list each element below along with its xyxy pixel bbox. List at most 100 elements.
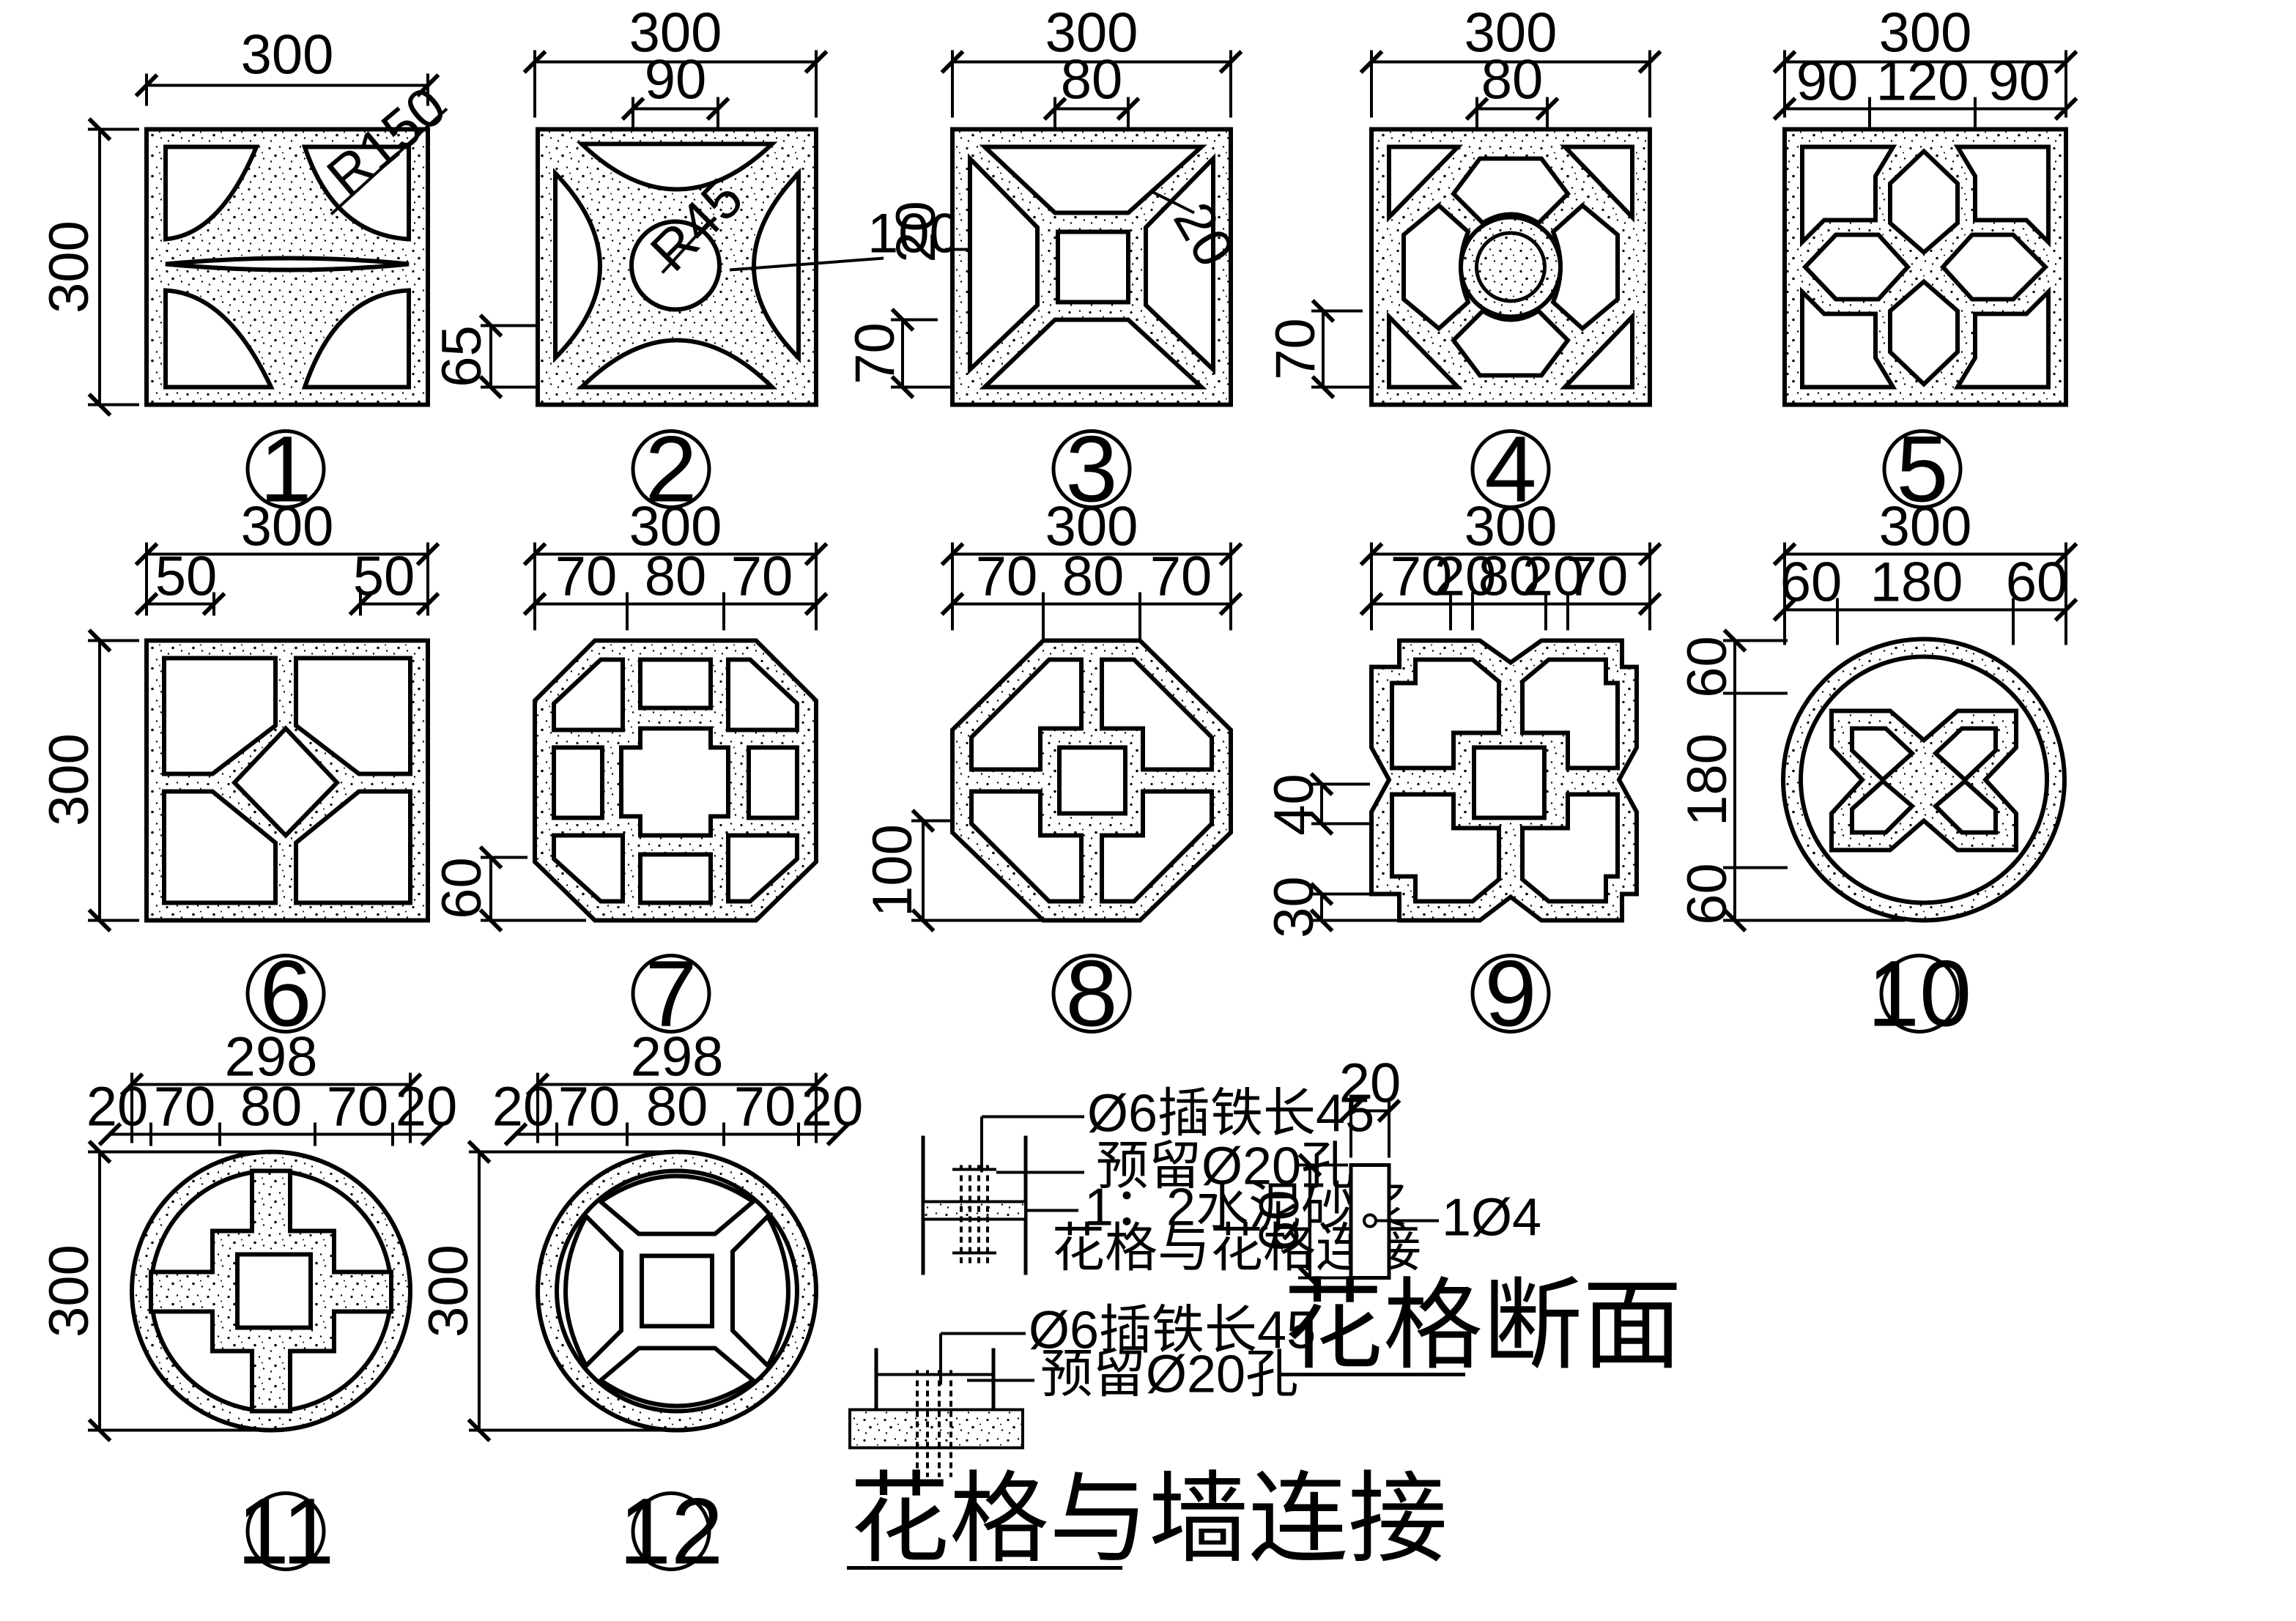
panel-2-height-dimension: 65 — [431, 314, 554, 399]
panel-8-number-circle — [1051, 954, 1132, 1034]
panel-12-inner-label: 20 — [492, 1076, 555, 1138]
panel-3-height-dimension: 70 — [844, 308, 967, 399]
panel-12-void — [597, 1173, 757, 1236]
panel-3-void — [979, 317, 1207, 390]
panel-10-width-dimension: 300 — [1772, 496, 2078, 645]
panel-6-inner-label: 50 — [155, 546, 218, 608]
panel-8-width-dimension: 300 — [940, 496, 1243, 631]
panel-12-void — [597, 1346, 757, 1409]
panel-4-height-label: 70 — [1264, 318, 1327, 380]
section-width-label: 20 — [1339, 1053, 1401, 1115]
section-bar — [1363, 1213, 1377, 1228]
panel-12-inner-label: 20 — [801, 1076, 864, 1138]
panel-10-number: 10 — [1867, 942, 1971, 1047]
panel-10-inner-label: 180 — [1870, 552, 1963, 614]
panel-9-number: 9 — [1484, 942, 1536, 1047]
panel-11-inner-label: 20 — [86, 1076, 149, 1138]
panel-11-inner-label: 80 — [240, 1076, 303, 1138]
wall-base — [848, 1408, 1024, 1450]
panel-7-void — [726, 833, 799, 904]
panel-12-number-circle — [631, 1491, 711, 1571]
panel-4-width-label: 300 — [1464, 2, 1558, 64]
panel-7-void — [638, 852, 713, 905]
panel-7-void — [747, 745, 799, 820]
panel-6-center-hole — [231, 725, 341, 839]
panel-3-center-hole — [1056, 229, 1130, 305]
panel-9-inner-label: 70 — [1566, 546, 1629, 608]
panel-10-height-dimension: 60 180 60 — [1676, 628, 1905, 932]
panel-1-number: 1 — [259, 418, 311, 522]
panel-1-void — [163, 288, 275, 390]
panel-4-number-circle — [1470, 429, 1551, 509]
wall-detail-title: 花格与墙连接 — [850, 1464, 1448, 1575]
panel-10-void — [1850, 726, 1916, 783]
panel-10-void — [1932, 726, 1998, 783]
panel-5-inner-dimension: 90 120 90 — [1772, 51, 2078, 162]
panel-11-height-label: 300 — [38, 1245, 100, 1338]
panel-5-inner-label: 120 — [1876, 51, 1969, 113]
panel-3-number-circle — [1051, 429, 1132, 509]
panel-7-inner-label: 70 — [555, 546, 618, 608]
panel-6-void — [294, 789, 412, 905]
panel-9-number-circle — [1470, 954, 1551, 1034]
panel-12-width-dimension: 298 — [525, 1026, 829, 1143]
panel-6: 300 50 50 300 6 — [38, 496, 440, 1047]
panel-3: 300 80 70 20 20 3 — [844, 2, 1246, 522]
panel-5-width-dimension: 300 — [1772, 2, 2078, 118]
panel-1-void — [301, 288, 411, 390]
panel-9-void — [1520, 792, 1620, 904]
panel-2-center-hole — [629, 219, 722, 312]
panel-12-inner-label: 70 — [558, 1076, 621, 1138]
panel-3-note-left: 20 — [885, 201, 947, 263]
panel-8-inner-dimension: 70 80 70 — [940, 546, 1243, 645]
panel-3-void — [979, 144, 1207, 215]
panel-4-void — [1387, 311, 1464, 390]
panel-5-width-label: 300 — [1879, 2, 1972, 64]
panel-7-void — [726, 657, 799, 732]
section-detail-title: 花格断面 — [1284, 1270, 1682, 1381]
panel-6-number: 6 — [259, 942, 311, 1047]
panel-9-height-label: 40 — [1263, 774, 1325, 836]
panel-9-width-label: 300 — [1464, 496, 1558, 558]
panel-5-inner-label: 90 — [1796, 51, 1859, 113]
panel-4: 300 80 70 4 — [1264, 2, 1662, 522]
panel-1-number-circle — [245, 429, 326, 509]
wall-hole-note: 预留Ø20孔 — [1040, 1346, 1298, 1404]
panel-5-void — [1953, 286, 2051, 390]
panel-6-height-dimension: 300 — [38, 628, 139, 932]
panel-10-width-label: 300 — [1879, 496, 1972, 558]
panel-8-height-label: 100 — [862, 824, 924, 917]
panel-2-inner-dimension: 90 — [621, 49, 730, 177]
mortar-joint — [922, 1200, 1027, 1221]
panel-6-width-label: 300 — [241, 496, 334, 558]
panel-8-void — [969, 789, 1084, 904]
wall-rebar-note: Ø6插铁长45 — [1029, 1302, 1316, 1360]
panel-2-void — [576, 141, 778, 192]
panel-6-void — [162, 656, 278, 776]
panel-4-number: 4 — [1484, 418, 1536, 522]
panel-11-width-label: 298 — [225, 1026, 318, 1088]
panel-8-inner-label: 70 — [976, 546, 1038, 608]
panel-7-void — [552, 657, 625, 732]
panel-11-number-circle — [245, 1491, 326, 1571]
panel-6-number-circle — [245, 954, 326, 1034]
panel-10-void — [1932, 778, 1998, 835]
panel-2-number: 2 — [645, 418, 697, 522]
panel-1-void — [301, 144, 411, 242]
panel-3-inner-dimension: 80 — [1043, 49, 1141, 199]
panel-12-inner-label: 80 — [646, 1076, 708, 1138]
panel-8-center-hole — [1057, 745, 1127, 816]
panel-3-height-label: 70 — [844, 322, 906, 385]
panel-11: 298 20 70 80 70 20 300 11 — [38, 1026, 457, 1584]
panel-7-inner-dimension: 70 80 70 — [522, 546, 829, 631]
panel-10-number-circle — [1879, 954, 1960, 1034]
panel-7-center-hole — [619, 726, 730, 838]
section-height-label: 60 — [1248, 1190, 1311, 1252]
panel-9-void — [1520, 657, 1620, 771]
panel-8-void — [1100, 657, 1214, 772]
panel-10-inner-label: 60 — [1780, 552, 1843, 614]
panel-12-void — [563, 1212, 623, 1370]
panel-4-void — [1401, 202, 1471, 332]
panel-3-number: 3 — [1065, 418, 1117, 522]
panel-5-number: 5 — [1896, 418, 1948, 522]
